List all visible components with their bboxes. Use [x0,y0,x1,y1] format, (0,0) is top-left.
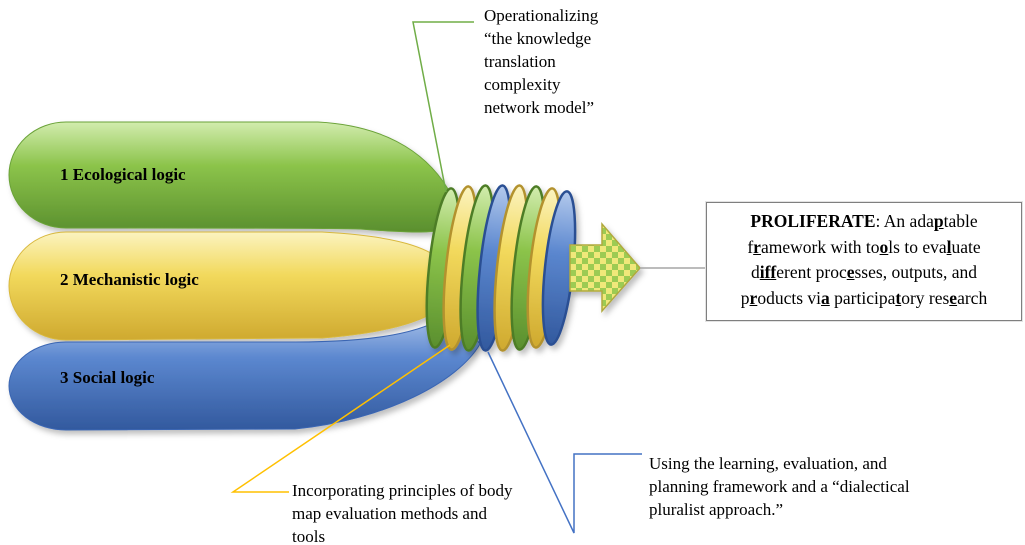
text-segment: table [943,211,978,231]
text-segment: t [895,287,902,308]
rope-coil [425,184,577,352]
output-arrow [569,221,641,313]
annotation-top-line-4: complexity [484,75,561,94]
text-segment: a [821,287,830,308]
bottom-right-callout-line [487,351,642,534]
text-segment: PROLIFERATE [750,211,876,231]
text-segment: p [933,211,944,231]
annotation-bottom-left-line-1: Incorporating principles of body [292,481,513,500]
social-pill-shape [8,309,481,431]
annotation-bottom-left-line-2: map evaluation methods and [292,504,487,523]
text-segment: iff [759,262,777,282]
text-segment: d [750,262,760,282]
text-segment: l [946,236,952,257]
text-segment: amework with to [760,236,880,257]
mechanistic-pill-shape [8,231,447,341]
text-segment: o [879,236,889,257]
pill-label-ecological: 1 Ecological logic [60,165,186,184]
text-segment: oducts vi [757,287,822,308]
annotation-bottom-left: Incorporating principles of body map eva… [292,479,512,545]
annotation-bottom-right: Using the learning, evaluation, and plan… [649,452,910,521]
pill-label-mechanistic: 2 Mechanistic logic [60,270,199,289]
text-segment: : An ada [875,211,934,231]
text-segment: e [846,262,855,282]
text-segment: sses, outputs, and [854,262,978,282]
annotation-top-line-5: network model” [484,98,594,117]
text-segment: p [740,287,750,308]
annotation-bottom-left-line-3: tools [292,527,326,545]
text-segment: participa [829,287,896,308]
annotation-bottom-right-line-1: Using the learning, evaluation, and [649,454,887,473]
text-segment: uate [951,236,981,257]
annotation-top-line-2: “the knowledge [484,29,592,48]
text-segment: f [747,236,754,257]
annotation-bottom-right-line-2: planning framework and a “dialectical [649,477,910,496]
top-callout-line [412,21,474,193]
text-segment: ory res [901,287,950,308]
text-segment: arch [957,287,988,308]
text-segment: erent proc [776,262,847,282]
pill-label-social: 3 Social logic [60,368,155,387]
text-segment: ls to eva [888,236,947,257]
bottom-left-callout-line [230,344,451,493]
annotation-top-line-1: Operationalizing [484,6,599,25]
text-segment: e [949,287,958,308]
text-segment: r [753,236,761,257]
annotation-bottom-right-line-3: pluralist approach.” [649,500,784,519]
annotation-top-line-3: translation [484,52,556,71]
text-segment: r [749,287,758,308]
annotation-top: Operationalizing “the knowledge translat… [484,4,598,119]
